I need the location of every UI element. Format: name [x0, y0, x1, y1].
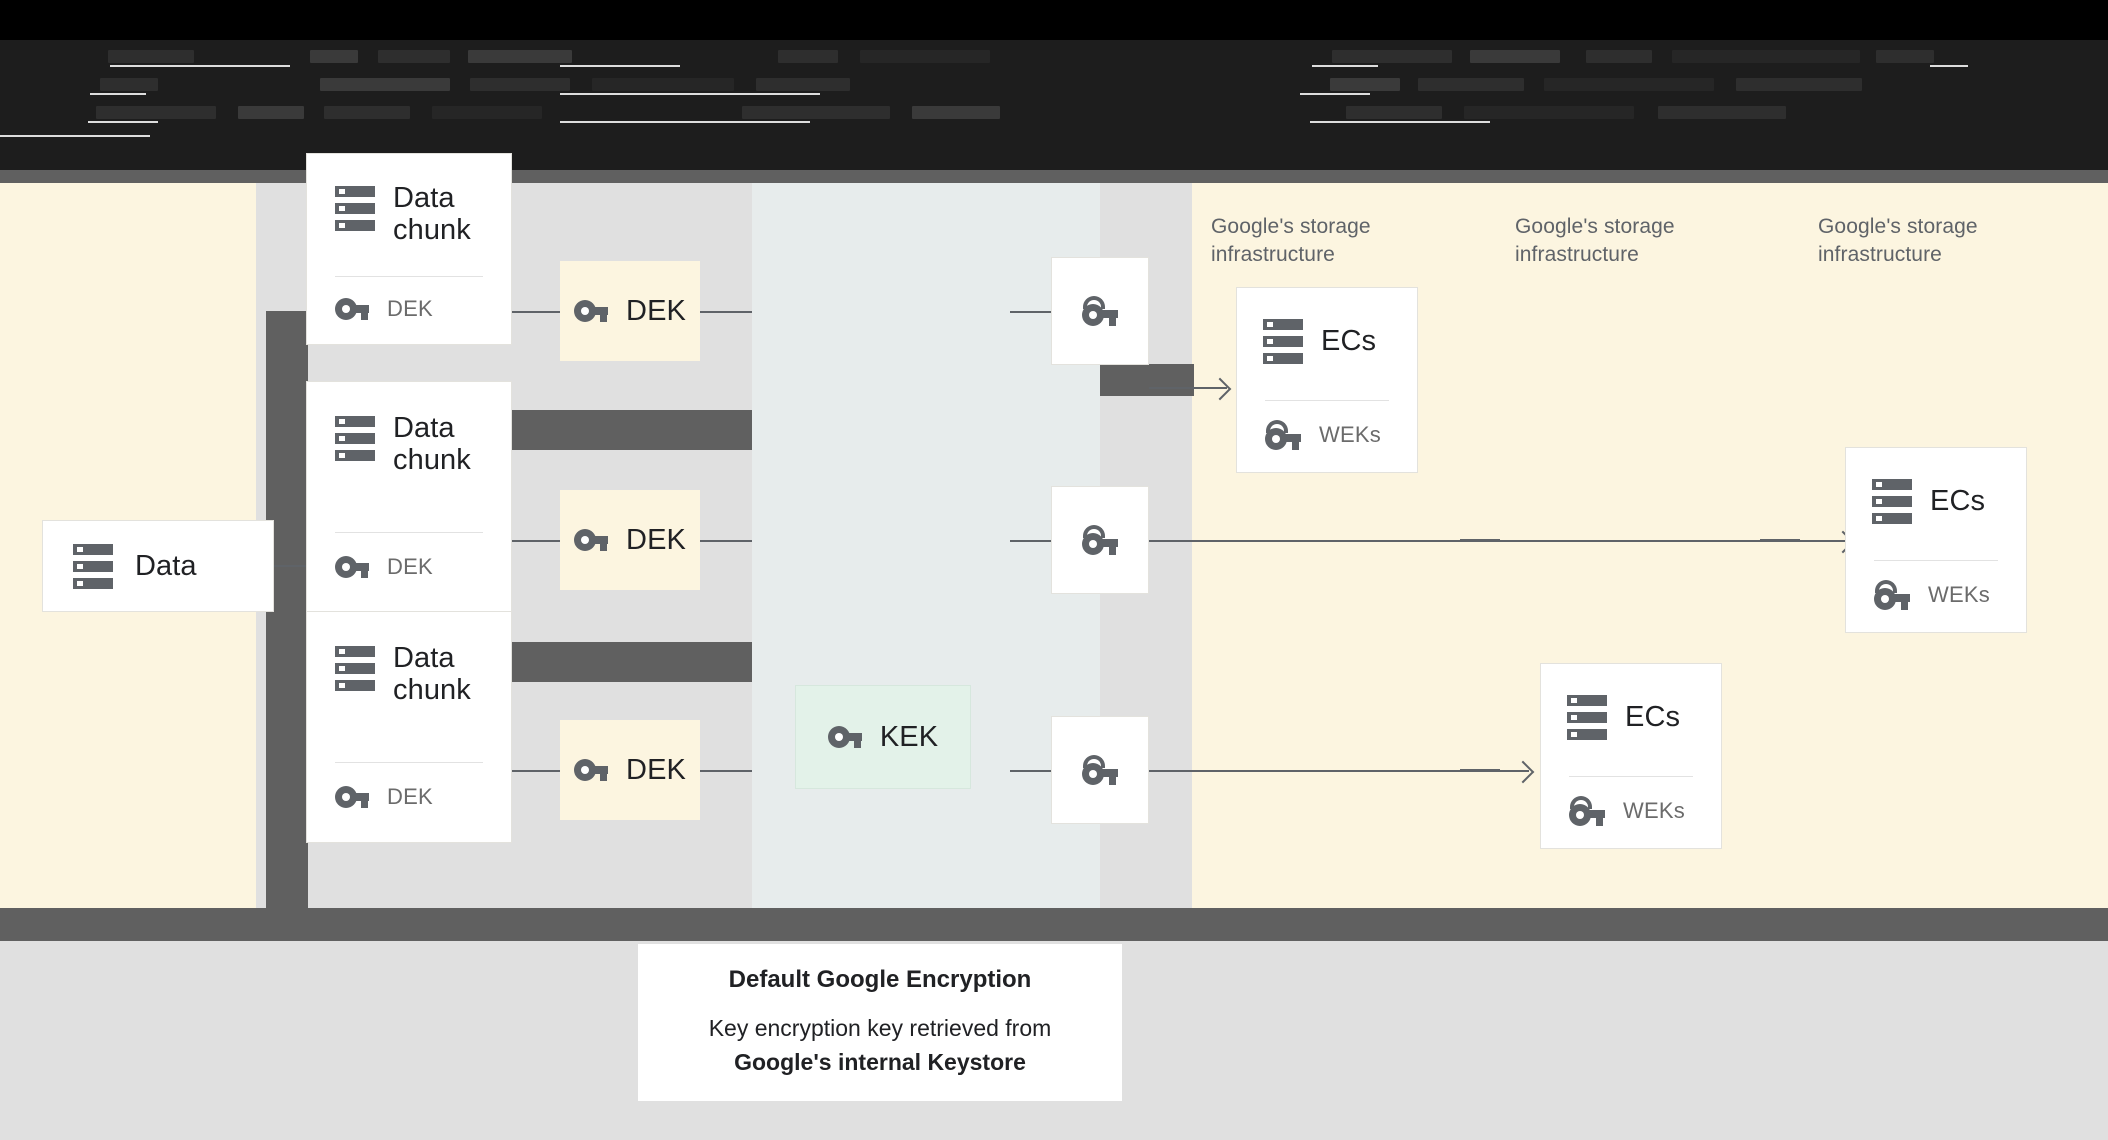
header-divider-block: [0, 170, 2108, 183]
arrow-head-to-ec-1: [1208, 377, 1232, 401]
card-title: Data: [135, 549, 197, 582]
storage-icon: [335, 186, 375, 231]
connector-kek-to-wrapped3: [1010, 770, 1062, 772]
footer-divider-block: [0, 908, 2108, 941]
card-ec-3[interactable]: ECs WEKs: [1540, 663, 1722, 849]
key-icon: [574, 529, 609, 551]
caption-body: Key encryption key retrieved from Google…: [708, 1015, 1052, 1075]
card-ec-2[interactable]: ECs WEKs: [1845, 447, 2027, 633]
key-icon: [335, 556, 369, 578]
wrapped-key-icon: [1082, 755, 1118, 785]
arrow-line-to-ec-1: [1149, 387, 1227, 389]
card-title: ECs: [1625, 700, 1681, 733]
dek-label: DEK: [626, 294, 686, 327]
storage-icon: [73, 543, 113, 589]
kek-label: KEK: [879, 720, 939, 753]
arrow-head-to-ec-3: [1511, 760, 1535, 784]
card-title: ECs: [1321, 324, 1377, 357]
arrow-line-to-ec-2-seg-b: [1760, 539, 1800, 542]
connector-chunk2-to-dek2: [512, 540, 560, 542]
storage-icon: [1872, 478, 1912, 524]
wrapped-key-icon: [1569, 796, 1605, 826]
arrow-line-to-ec-3: [1149, 770, 1529, 772]
key-icon: [827, 726, 862, 748]
key-icon: [335, 298, 369, 320]
wrapped-key-box-3[interactable]: [1051, 716, 1149, 824]
wrapped-key-icon: [1082, 296, 1118, 326]
caption-title: Default Google Encryption: [728, 966, 1032, 994]
card-data-source[interactable]: Data: [42, 520, 274, 612]
obscured-header-region: [0, 40, 2108, 170]
card-key-label: WEKs: [1928, 582, 1990, 607]
key-icon: [574, 759, 609, 781]
dek-box-3[interactable]: DEK: [560, 720, 700, 820]
connector-dek1-to-wrapped1: [700, 311, 752, 313]
wrapped-key-icon: [1874, 580, 1910, 610]
connector-dek2-to-wrapped2: [700, 540, 752, 542]
connector-chunk1-to-dek1: [512, 311, 560, 313]
card-key-label: DEK: [387, 784, 433, 809]
dek-label: DEK: [626, 523, 686, 556]
card-title: ECs: [1930, 484, 1986, 517]
wrapped-key-box-2[interactable]: [1051, 486, 1149, 594]
wrapped-key-icon: [1082, 525, 1118, 555]
connector-data-to-chunks: [274, 565, 326, 567]
wrapped-key-box-1[interactable]: [1051, 257, 1149, 365]
storage-icon: [335, 416, 375, 461]
dek-box-2[interactable]: DEK: [560, 490, 700, 590]
dek-label: DEK: [626, 753, 686, 786]
connector-kek-to-wrapped2: [1010, 540, 1062, 542]
card-key-label: DEK: [387, 554, 433, 579]
key-icon: [574, 300, 609, 322]
connector-dek3-to-wrapped3: [700, 770, 752, 772]
card-ec-1[interactable]: ECs WEKs: [1236, 287, 1418, 473]
storage-icon: [1263, 318, 1303, 364]
obscuring-block-arrow-1: [1100, 364, 1194, 396]
card-key-label: DEK: [387, 296, 433, 321]
key-icon: [335, 786, 369, 808]
dek-box-1[interactable]: DEK: [560, 261, 700, 361]
wrapped-key-icon: [1265, 420, 1301, 450]
arrow-line-to-ec-2-seg-a: [1460, 539, 1500, 542]
connector-chunk3-to-dek3: [512, 770, 560, 772]
obscuring-block-vertical: [266, 311, 308, 953]
card-key-label: WEKs: [1319, 422, 1381, 447]
storage-icon: [335, 646, 375, 691]
arrow-line-to-ec-3-seg-a: [1460, 769, 1500, 772]
caption-box: Default Google Encryption Key encryption…: [638, 944, 1122, 1101]
top-black-bar: [0, 0, 2108, 40]
card-key-label: WEKs: [1623, 798, 1685, 823]
storage-icon: [1567, 694, 1607, 740]
kek-box[interactable]: KEK: [795, 685, 971, 789]
connector-kek-to-wrapped1: [1010, 311, 1062, 313]
